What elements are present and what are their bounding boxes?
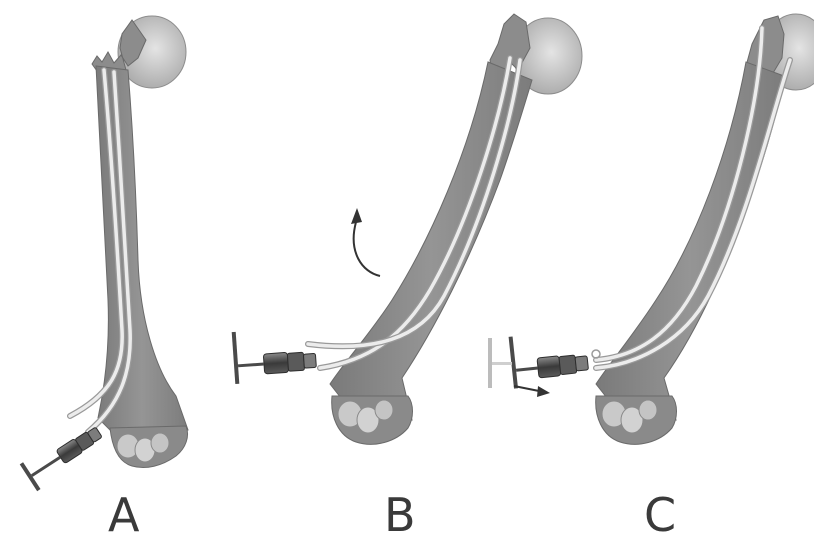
panel-label-b: B	[384, 492, 416, 538]
insertion-instrument	[20, 419, 108, 492]
insertion-instrument	[509, 329, 590, 389]
arrow-head	[351, 208, 362, 224]
rotation-arrow	[354, 222, 380, 276]
condyle	[639, 400, 657, 420]
condyle	[151, 433, 169, 453]
previous-handle-position	[488, 338, 492, 388]
condyle	[375, 400, 393, 420]
femur-shaft	[596, 62, 784, 420]
panel-b	[232, 14, 582, 444]
insertion-instrument	[232, 326, 317, 384]
panel-a	[20, 16, 188, 491]
panel-label-c: C	[644, 492, 676, 538]
rod-tip	[592, 350, 600, 358]
arrow-head	[537, 386, 550, 397]
panel-label-a: A	[108, 492, 139, 538]
previous-handle-shaft	[492, 362, 512, 365]
femur-shaft	[330, 62, 532, 420]
